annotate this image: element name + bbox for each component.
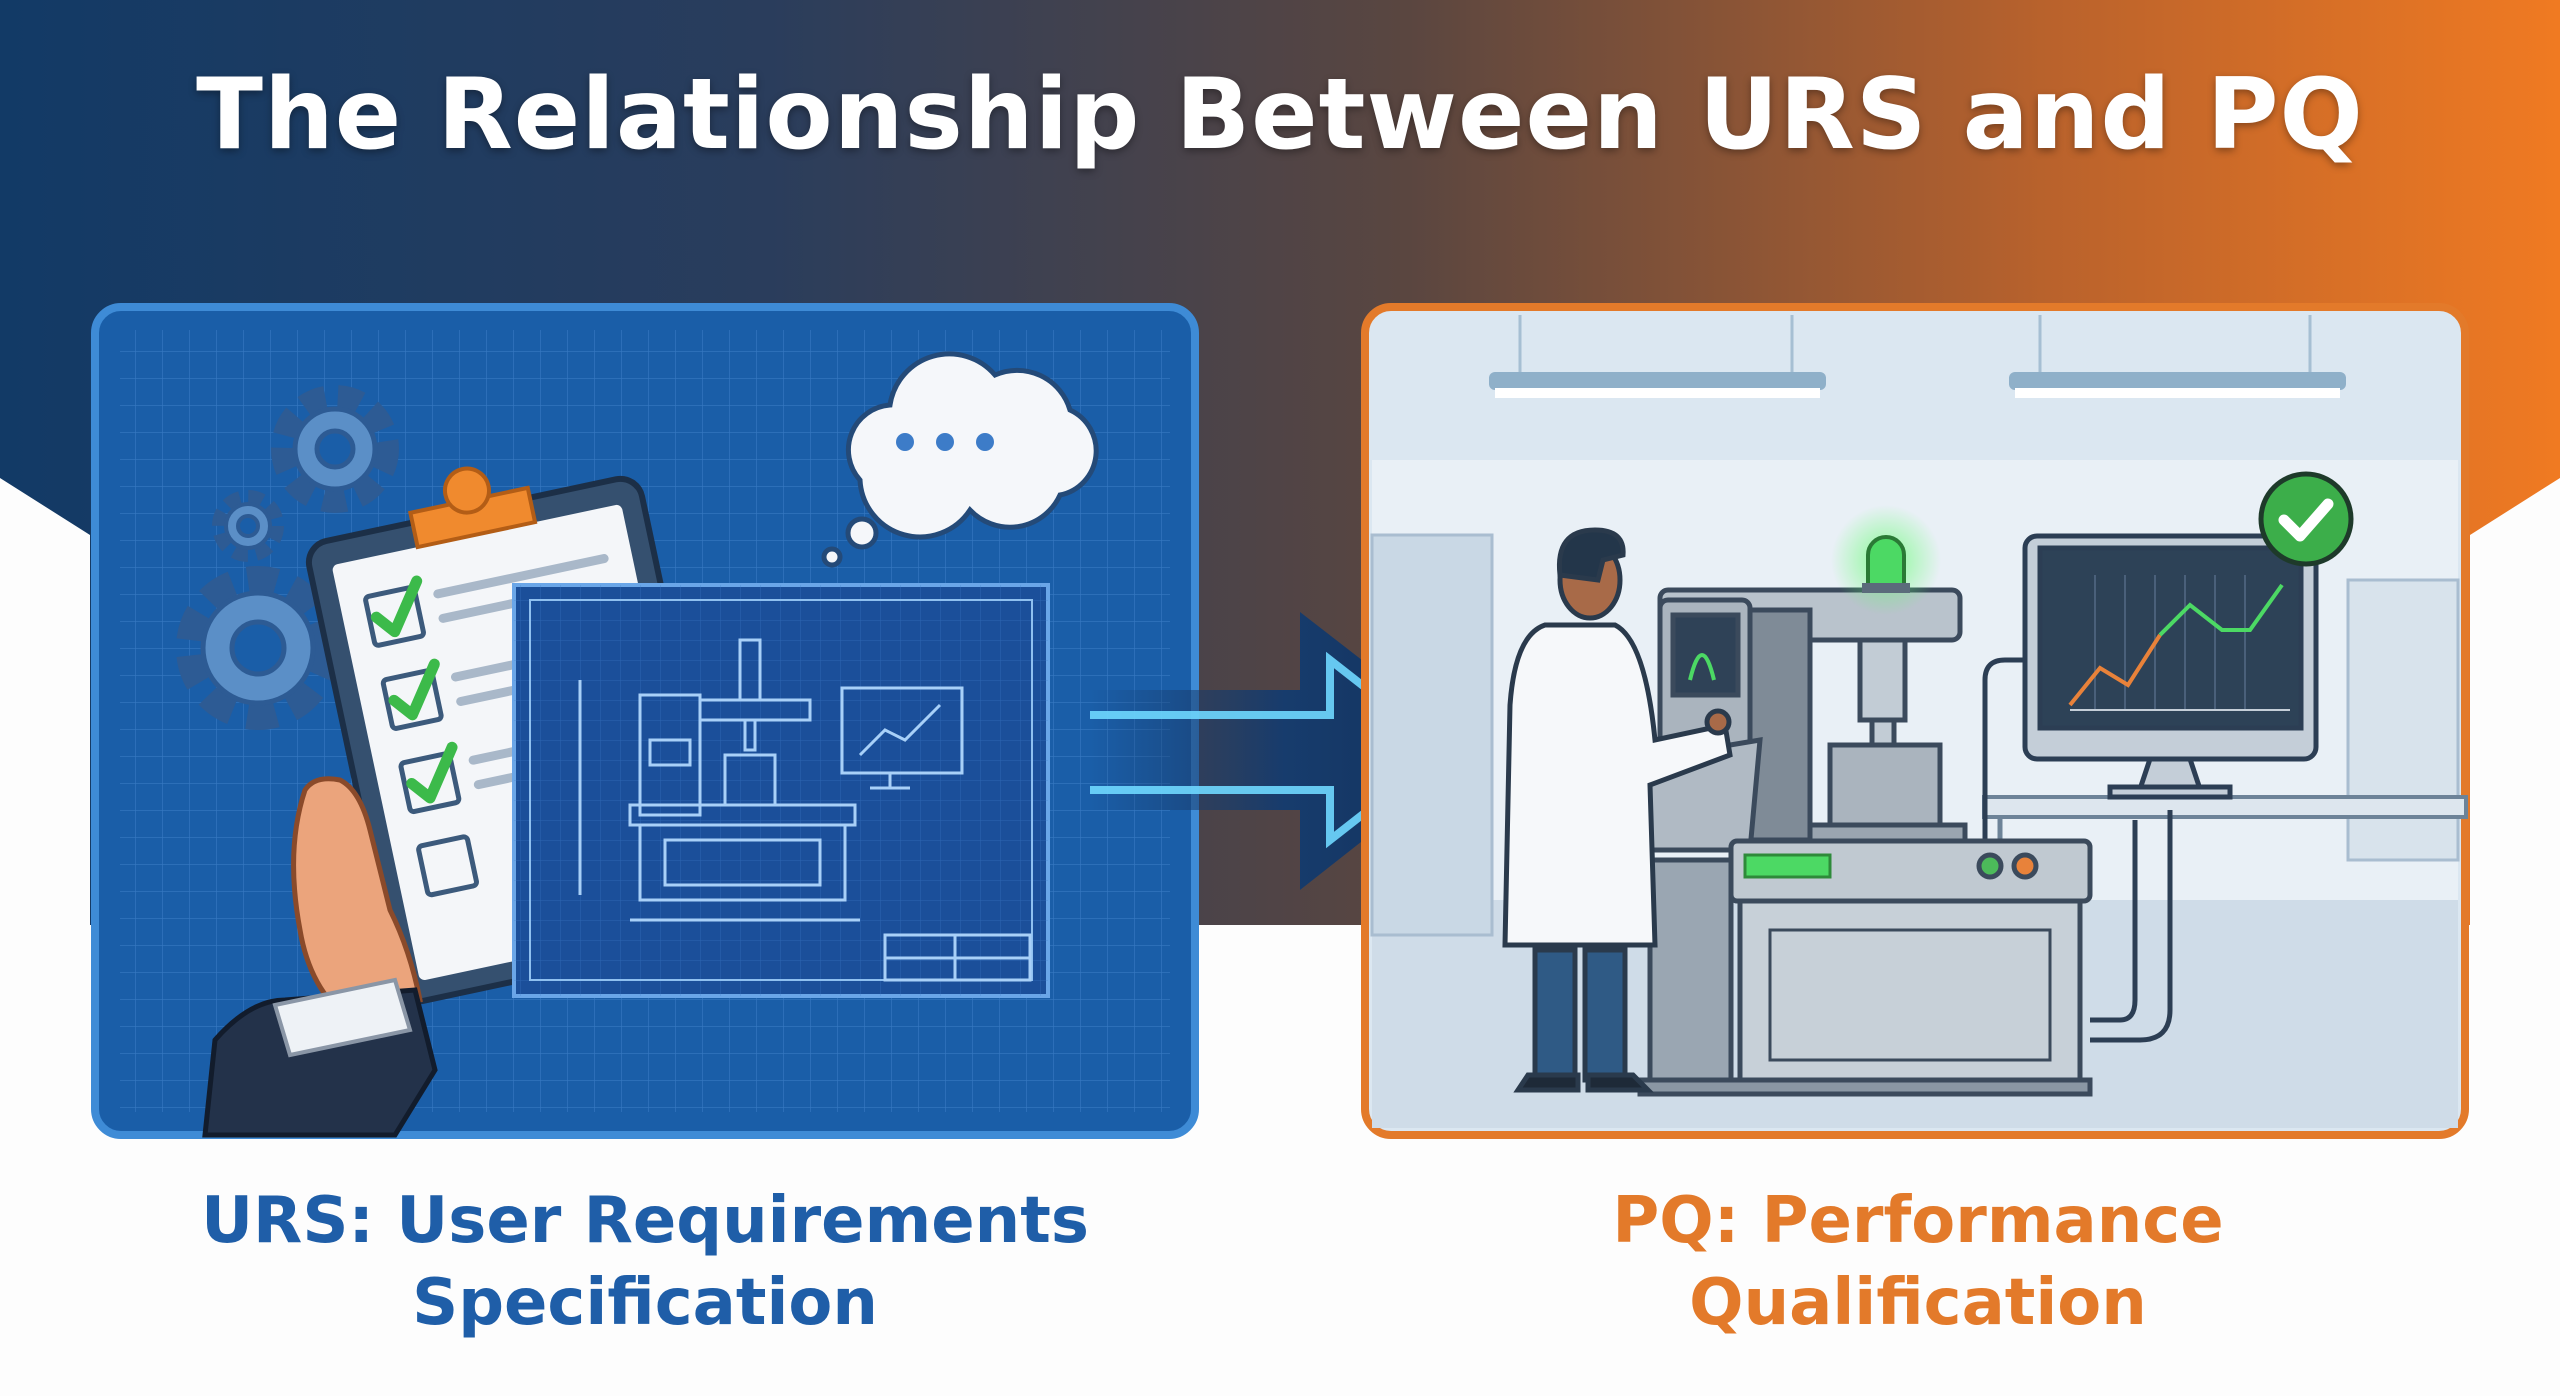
- ceiling-light-icon: [1489, 372, 1826, 398]
- gear-icon: [212, 490, 284, 562]
- machine-icon: [1637, 587, 2093, 1097]
- scientist-icon: [1502, 527, 1733, 1093]
- urs-caption-line2: Specification: [412, 1266, 878, 1340]
- gear-icon: [176, 566, 340, 730]
- thought-cloud-icon: [821, 351, 1099, 568]
- hand-icon: [202, 776, 438, 1138]
- pq-caption: PQ: Performance Qualification: [1418, 1180, 2418, 1344]
- urs-panel: [91, 303, 1199, 1139]
- urs-caption-line1: URS: User Requirements: [201, 1184, 1089, 1258]
- pq-caption-line2: Qualification: [1689, 1266, 2147, 1340]
- pq-caption-line1: PQ: Performance: [1612, 1184, 2224, 1258]
- monitor-chart-icon: [2022, 533, 2319, 800]
- urs-caption: URS: User Requirements Specification: [145, 1180, 1145, 1344]
- ceiling-light-icon: [2009, 372, 2346, 398]
- checkmark-icon: [370, 575, 458, 804]
- status-light-icon: [1831, 505, 1941, 615]
- page-title: The Relationship Between URS and PQ: [196, 58, 2364, 172]
- gear-icon: [271, 385, 399, 513]
- blueprint-icon: [512, 583, 1050, 998]
- pq-panel: [1361, 303, 2469, 1139]
- checkbox-icon: [363, 584, 479, 898]
- check-badge-icon: [2258, 471, 2354, 567]
